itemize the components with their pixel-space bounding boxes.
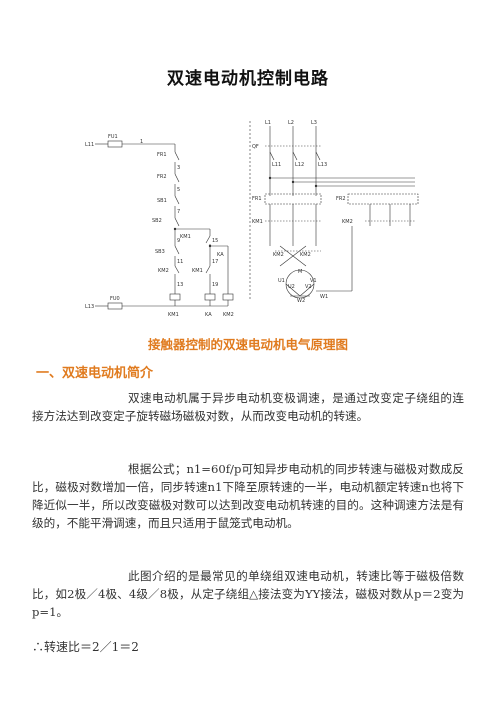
- label-v2: V2: [305, 284, 312, 290]
- label-coil-km1: KM1: [168, 312, 179, 318]
- label-l2: L2: [288, 120, 294, 126]
- label-sb2: SB2: [152, 218, 162, 224]
- node-13: 13: [177, 282, 183, 288]
- node-15: 15: [212, 238, 218, 244]
- label-km1-main: KM1: [252, 219, 263, 225]
- node-1: 1: [140, 139, 143, 145]
- label-l3: L3: [311, 120, 317, 126]
- label-fr1: FR1: [157, 152, 167, 158]
- label-u1: U1: [278, 278, 285, 284]
- circuit-diagram: L11 FU1 FR1 FR2 SB1 SB2 KM1 SB3 KA KM2 K…: [85, 120, 419, 318]
- label-km2-main: KM2: [342, 219, 353, 225]
- label-km2-b: KM2: [273, 252, 284, 258]
- paragraph-3: 此图介绍的是最常见的单绕组双速电动机，转速比等于磁极倍数比，如2极／4极、4级／…: [32, 569, 464, 619]
- node-9: 9: [177, 238, 180, 244]
- node-19: 19: [212, 282, 218, 288]
- label-qf: QF: [252, 144, 259, 150]
- page-title: 双速电动机控制电路: [167, 69, 329, 89]
- label-v1: V1: [310, 278, 317, 284]
- label-fu1: FU1: [108, 134, 118, 140]
- label-w2: W2: [297, 298, 305, 304]
- label-l12-main: L12: [295, 162, 304, 168]
- paragraph-2: 根据公式；n1=60f/p可知异步电动机的同步转速与磁极对数成反比，磁极对数增加…: [32, 462, 464, 530]
- figure-caption: 接触器控制的双速电动机电气原理图: [147, 337, 348, 352]
- label-coil-km2: KM2: [223, 312, 234, 318]
- label-fr2-main: FR2: [336, 196, 346, 202]
- label-l11: L11: [85, 142, 94, 148]
- label-fr1-main: FR1: [252, 196, 262, 202]
- label-fu0: FU0: [110, 296, 120, 302]
- label-km2-interlock: KM2: [158, 268, 169, 274]
- paragraph-1: 双速电动机属于异步电动机变极调速，是通过改变定子绕组的连接方法达到改变定子旋转磁…: [32, 391, 464, 423]
- section-heading: 一、双速电动机简介: [36, 366, 154, 381]
- node-3: 3: [177, 165, 180, 171]
- label-sb1: SB1: [157, 198, 167, 204]
- label-km2-c: KM2: [300, 252, 311, 258]
- label-km1-interlock: KM1: [192, 268, 203, 274]
- label-ka: KA: [217, 252, 224, 258]
- node-17: 17: [212, 259, 218, 265]
- node-7: 7: [177, 209, 180, 215]
- label-u2: U2: [288, 284, 295, 290]
- node-11: 11: [177, 259, 183, 265]
- label-l13: L13: [85, 304, 94, 310]
- conclusion-formula: ∴转速比＝2／1＝2: [32, 640, 139, 654]
- label-motor: M: [298, 269, 302, 275]
- label-fr2: FR2: [157, 174, 167, 180]
- label-l13-main: L13: [318, 162, 327, 168]
- label-km1-contact: KM1: [180, 234, 191, 240]
- label-sb3: SB3: [155, 249, 165, 255]
- node-5: 5: [177, 187, 180, 193]
- label-coil-ka: KA: [205, 312, 212, 318]
- label-l1: L1: [265, 120, 271, 126]
- label-l11-main: L11: [272, 162, 281, 168]
- label-w1: W1: [320, 294, 328, 300]
